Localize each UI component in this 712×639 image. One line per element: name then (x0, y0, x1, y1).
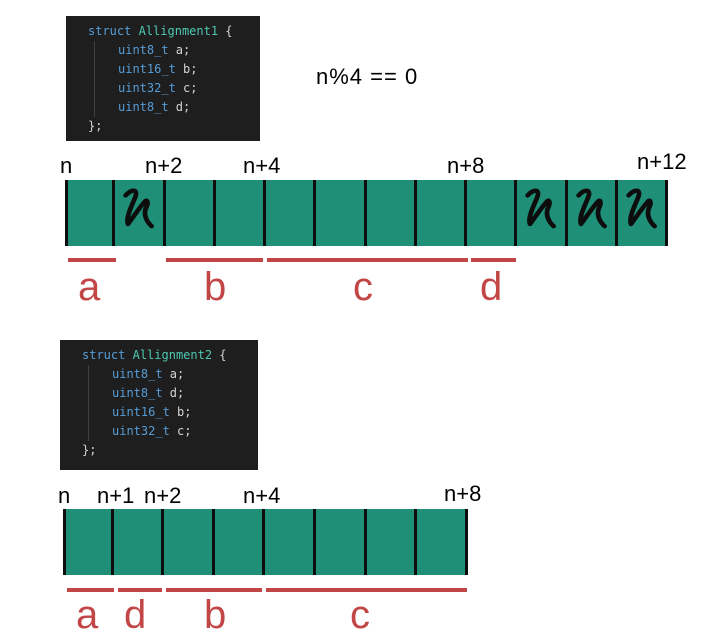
field-type: uint16_t (112, 405, 170, 419)
open-brace: { (212, 348, 227, 362)
field-line: uint8_t d; (60, 384, 258, 403)
field-bar-b (166, 258, 263, 262)
struct-keyword: struct (82, 348, 126, 362)
field-line: uint8_t a; (60, 365, 258, 384)
padding-scribble-icon (626, 188, 657, 229)
padding-byte-cell (115, 180, 166, 246)
memory-strip-layout2 (63, 509, 468, 575)
byte-cell (367, 180, 417, 246)
address-label: n+1 (97, 483, 135, 508)
padding-scribble-icon (575, 188, 607, 229)
code-block-struct2: struct Allignment2 { uint8_t a; uint8_t … (60, 340, 258, 470)
field-name: b; (175, 62, 198, 76)
field-type: uint16_t (118, 62, 176, 76)
byte-cell (68, 180, 116, 246)
indent-guide (88, 365, 112, 384)
field-line: uint16_t b; (60, 403, 258, 422)
padding-scribble-icon (123, 188, 155, 229)
byte-cell (417, 509, 468, 575)
field-type: uint32_t (112, 424, 170, 438)
field-name: c; (169, 424, 192, 438)
field-bar-d (471, 258, 516, 262)
indent-guide (94, 98, 118, 117)
field-bar-b (166, 588, 262, 592)
close-brace: }; (82, 443, 97, 457)
byte-cell (215, 509, 266, 575)
struct-header: struct Allignment2 { (60, 346, 258, 365)
alignment-condition: n%4 == 0 (316, 64, 419, 89)
memory-strip-layout1 (65, 180, 668, 246)
field-name: c; (175, 81, 198, 95)
byte-cell (467, 180, 518, 246)
field-bar-a (68, 258, 116, 262)
address-label: n+4 (243, 153, 281, 178)
address-label: n+12 (637, 149, 687, 174)
indent-guide (88, 403, 112, 422)
byte-cell (166, 180, 216, 246)
field-bar-c (267, 258, 468, 262)
byte-cell (164, 509, 215, 575)
field-label-b: b (204, 593, 227, 637)
open-brace: { (218, 24, 233, 38)
field-label-c: c (350, 593, 370, 637)
padding-scribble-icon (525, 188, 557, 229)
field-bar-d (118, 588, 162, 592)
indent-guide (94, 79, 118, 98)
field-line: uint8_t d; (66, 98, 260, 117)
address-label: n (60, 153, 73, 178)
struct-name: Allignment2 (132, 348, 213, 362)
padding-byte-cell (517, 180, 568, 246)
struct-header: struct Allignment1 { (66, 22, 260, 41)
code-block-struct1: struct Allignment1 { uint8_t a; uint16_t… (66, 16, 260, 141)
byte-cell (265, 509, 316, 575)
address-label: n+2 (145, 153, 183, 178)
struct-name: Allignment1 (138, 24, 219, 38)
indent-guide (88, 422, 112, 441)
indent-guide (94, 60, 118, 79)
byte-cell (114, 509, 165, 575)
close-brace: }; (88, 119, 103, 133)
byte-cell (66, 509, 114, 575)
field-line: uint32_t c; (60, 422, 258, 441)
padding-byte-cell (618, 180, 668, 246)
indent-guide (88, 384, 112, 403)
field-type: uint8_t (118, 100, 169, 114)
field-bar-a (67, 588, 114, 592)
field-label-c: c (353, 265, 373, 309)
address-label: n+2 (144, 483, 182, 508)
field-line: uint16_t b; (66, 60, 260, 79)
byte-cell (266, 180, 317, 246)
field-bar-c (266, 588, 467, 592)
field-label-a: a (76, 593, 99, 637)
byte-cell (316, 509, 367, 575)
byte-cell (367, 509, 418, 575)
field-name: a; (168, 43, 191, 57)
field-type: uint8_t (112, 367, 163, 381)
field-name: d; (162, 386, 185, 400)
address-label: n+8 (444, 481, 482, 506)
field-name: b; (169, 405, 192, 419)
struct-keyword: struct (88, 24, 132, 38)
byte-cell (417, 180, 467, 246)
field-label-a: a (78, 265, 101, 309)
byte-cell (316, 180, 367, 246)
field-label-d: d (480, 265, 503, 309)
field-label-d: d (124, 593, 147, 637)
field-type: uint8_t (118, 43, 169, 57)
field-type: uint8_t (112, 386, 163, 400)
field-name: d; (168, 100, 191, 114)
indent-guide (94, 41, 118, 60)
field-type: uint32_t (118, 81, 176, 95)
address-label: n+4 (243, 483, 281, 508)
field-line: uint32_t c; (66, 79, 260, 98)
field-label-b: b (204, 265, 227, 309)
field-name: a; (162, 367, 185, 381)
field-line: uint8_t a; (66, 41, 260, 60)
address-label: n+8 (447, 153, 485, 178)
address-label: n (58, 483, 71, 508)
byte-cell (216, 180, 266, 246)
padding-byte-cell (568, 180, 618, 246)
